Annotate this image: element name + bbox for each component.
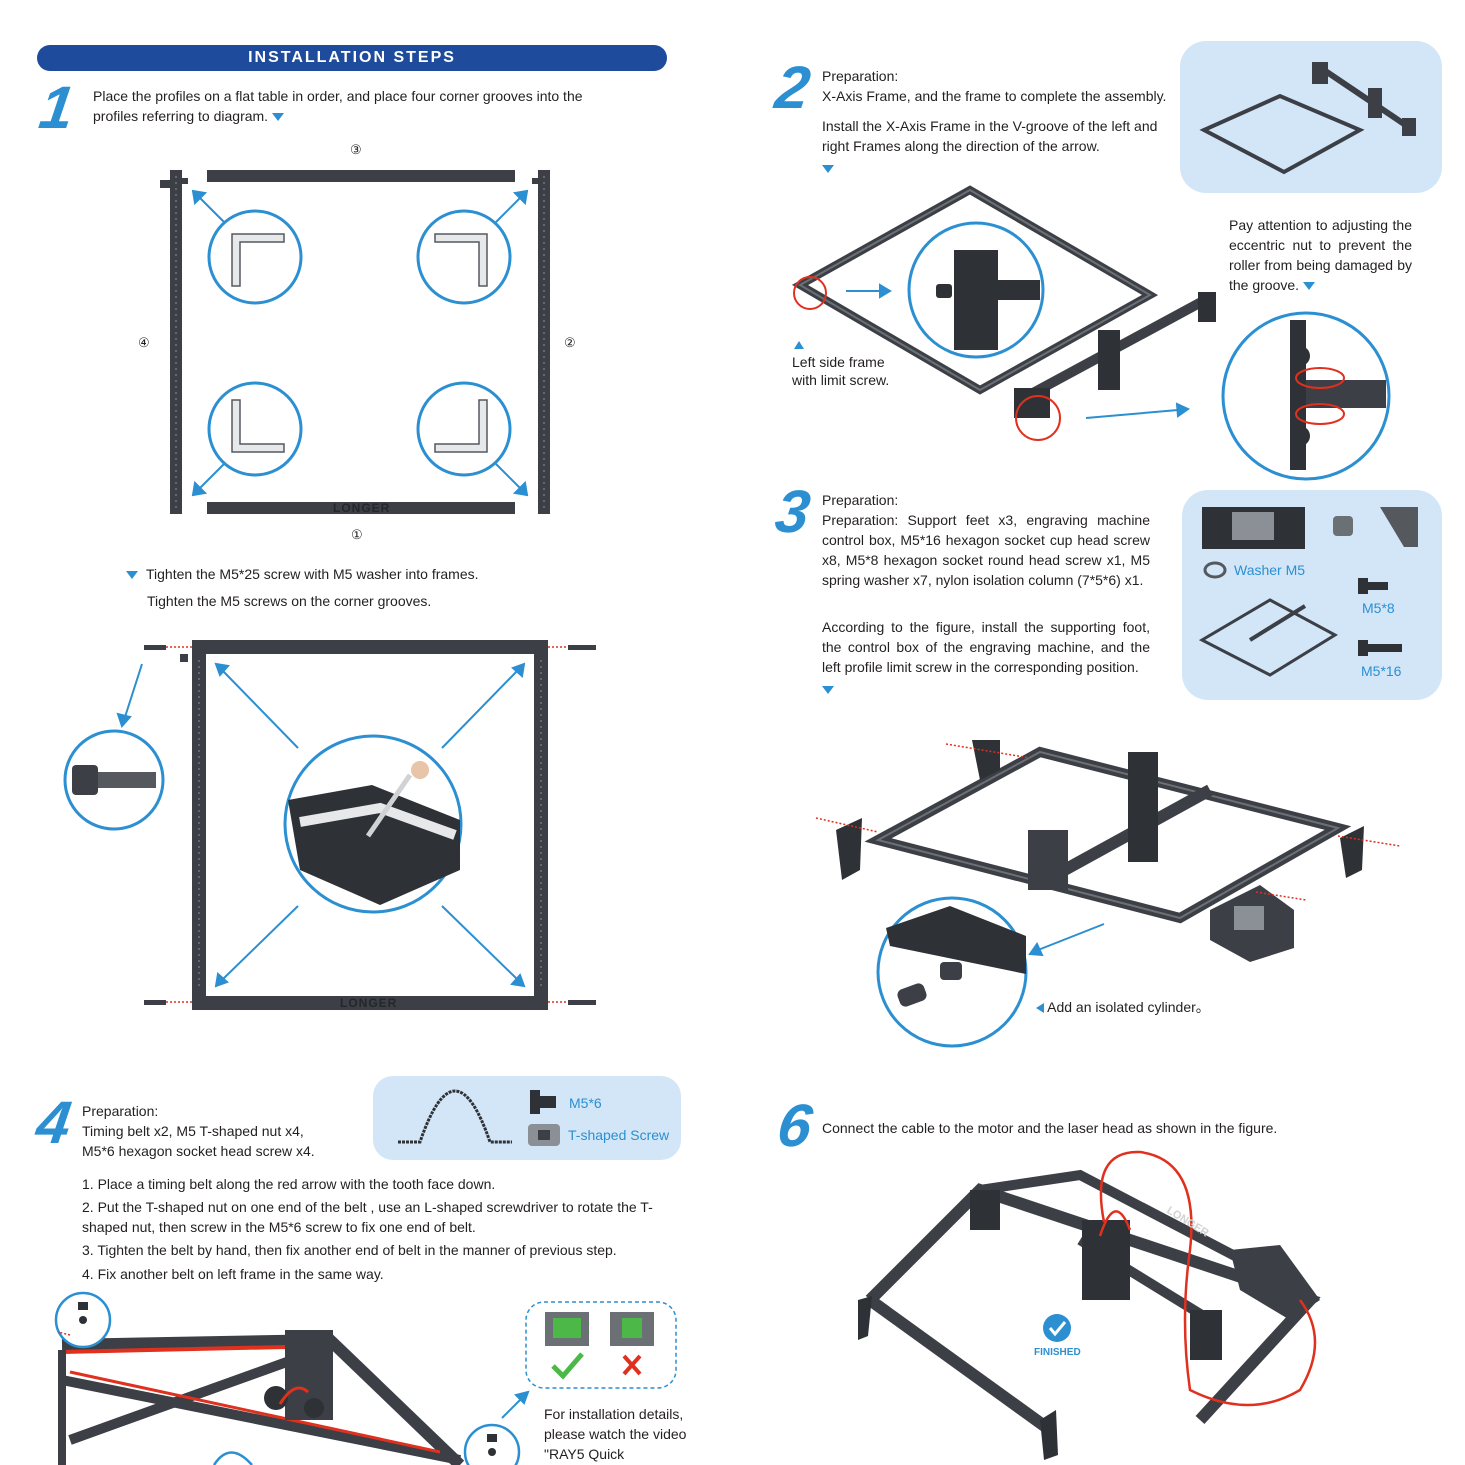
step-4-parts-illustration	[398, 1089, 560, 1146]
step-1-tighten-diagram	[63, 640, 596, 1010]
m5x6-label: M5*6	[569, 1095, 602, 1111]
step-3-parts-illustration	[1198, 507, 1418, 677]
tighten-instruction-1: Tighten the M5*25 screw with M5 washer i…	[126, 564, 479, 584]
step-6-text: Connect the cable to the motor and the l…	[822, 1120, 1278, 1136]
step-1-frame-diagram	[160, 170, 550, 514]
tighten-instruction-2: Tighten the M5 screws on the corner groo…	[147, 593, 432, 609]
step-4-parts-box	[373, 1076, 681, 1160]
m5x16-label: M5*16	[1361, 663, 1402, 679]
step-2-note: Pay attention to adjusting the eccentric…	[1229, 217, 1412, 293]
brand-logo-2: LONGER	[340, 996, 398, 1010]
left-arrow-icon	[1036, 1003, 1044, 1014]
step-4-prep-line-1: Timing belt x2, M5 T-shaped nut x4,	[82, 1123, 304, 1139]
down-arrow-icon	[822, 160, 834, 178]
finished-badge: FINISHED	[1034, 1347, 1081, 1358]
step-3-instruction: According to the figure, install the sup…	[822, 619, 1150, 675]
tnut-label: T-shaped Screw	[568, 1127, 670, 1143]
step-4-item-4: 4. Fix another belt on left frame in the…	[82, 1266, 384, 1282]
step-2-parts-illustration	[1199, 62, 1416, 175]
step-4-item-1: 1. Place a timing belt along the red arr…	[82, 1176, 496, 1192]
section-header: INSTALLATION STEPS	[37, 45, 667, 71]
down-arrow-icon	[822, 681, 834, 699]
step-4-item-2: 2. Put the T-shaped nut on one end of th…	[82, 1199, 653, 1235]
step-4-belt-diagram	[54, 1291, 677, 1465]
step-2-prep-text: X-Axis Frame, and the frame to complete …	[822, 88, 1167, 104]
left-frame-label: Left side frame with limit screw.	[792, 354, 890, 388]
cylinder-label: Add an isolated cylinder。	[1036, 997, 1210, 1017]
profile-label-4: ④	[138, 335, 150, 350]
up-arrow-icon	[794, 336, 804, 354]
profile-label-3: ③	[350, 142, 362, 157]
brand-logo: LONGER	[333, 501, 391, 515]
washer-label: Washer M5	[1234, 562, 1306, 578]
down-arrow-icon	[126, 571, 138, 580]
down-arrow-icon	[272, 113, 285, 122]
step-3-prep-text: Preparation: Support feet x3, engraving …	[822, 512, 1150, 588]
step-4-prep-label: Preparation:	[82, 1103, 159, 1119]
installation-details-note: For installation details, please watch t…	[544, 1406, 687, 1462]
m5x8-label: M5*8	[1362, 600, 1395, 616]
step-4-prep-line-2: M5*6 hexagon socket head screw x4.	[82, 1143, 315, 1159]
step-2-instruction: Install the X-Axis Frame in the V-groove…	[822, 118, 1158, 154]
step-2-prep-label: Preparation:	[822, 68, 899, 84]
profile-label-2: ②	[564, 335, 576, 350]
step-4-item-3: 3. Tighten the belt by hand, then fix an…	[82, 1242, 617, 1258]
step-2-assembly-diagram	[791, 185, 1391, 481]
step-1-text: Place the profiles on a flat table in or…	[93, 88, 583, 124]
step-3-assembly-diagram	[815, 740, 1401, 1048]
step-3-prep-label: Preparation:	[822, 492, 899, 508]
profile-label-1: ①	[351, 527, 363, 542]
down-arrow-icon	[1303, 282, 1316, 291]
